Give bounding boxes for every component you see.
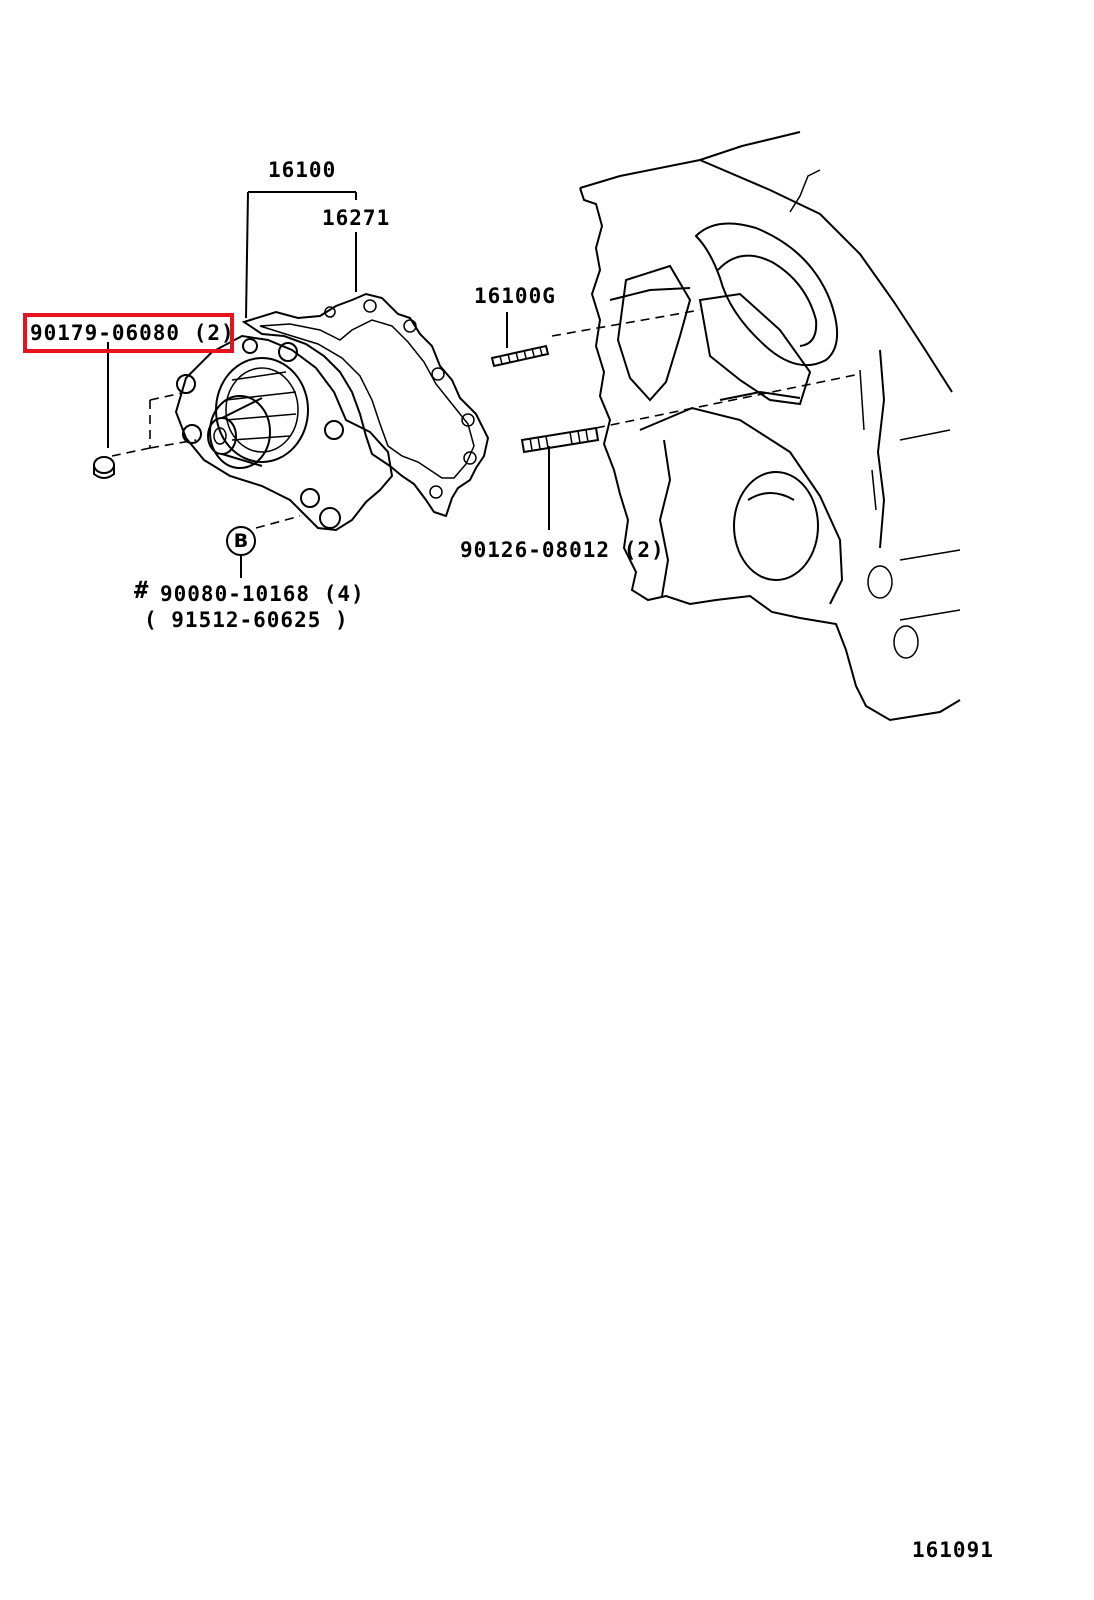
callout-91512-60625[interactable]: ( 91512-60625 ) bbox=[144, 608, 349, 632]
plug-part bbox=[93, 456, 115, 479]
water-pump-body bbox=[174, 334, 394, 532]
stud-90126-08012 bbox=[520, 426, 600, 454]
highlight-box bbox=[23, 313, 234, 353]
callout-16100[interactable]: 16100 bbox=[268, 158, 337, 182]
illustration-number: 161091 bbox=[912, 1538, 994, 1562]
engine-block bbox=[579, 131, 961, 722]
callout-90126-08012[interactable]: 90126-08012 (2) bbox=[460, 538, 665, 562]
callout-90179-06080[interactable]: 90179-06080 (2) bbox=[30, 321, 235, 345]
gasket-16271 bbox=[241, 292, 490, 518]
hash-mark: # bbox=[134, 576, 150, 604]
callout-90080-10168[interactable]: 90080-10168 (4) bbox=[160, 582, 365, 606]
callout-16100g[interactable]: 16100G bbox=[474, 284, 556, 308]
callout-16271[interactable]: 16271 bbox=[322, 206, 391, 230]
bolt-b-marker: B bbox=[226, 526, 256, 556]
stud-16100g bbox=[490, 344, 550, 368]
